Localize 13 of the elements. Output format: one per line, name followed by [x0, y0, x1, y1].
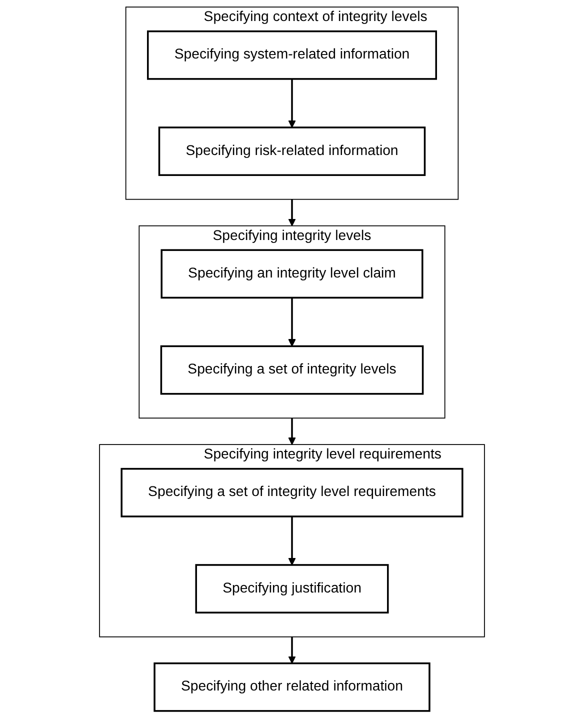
arrow — [288, 78, 296, 128]
node-box: Specifying an integrity level claim — [160, 249, 424, 299]
node-box: Specifying system-related information — [147, 30, 437, 80]
arrow — [288, 516, 296, 566]
arrow — [288, 418, 296, 445]
node-box: Specifying a set of integrity levels — [160, 345, 424, 395]
arrow — [288, 199, 296, 226]
arrow — [288, 298, 296, 347]
arrow — [288, 636, 296, 664]
node-box: Specifying risk-related information — [158, 126, 426, 176]
node-box: Specifying a set of integrity level requirements — [120, 468, 464, 518]
node-box: Specifying justification — [195, 564, 389, 614]
node-box: Specifying other related information — [154, 662, 430, 712]
